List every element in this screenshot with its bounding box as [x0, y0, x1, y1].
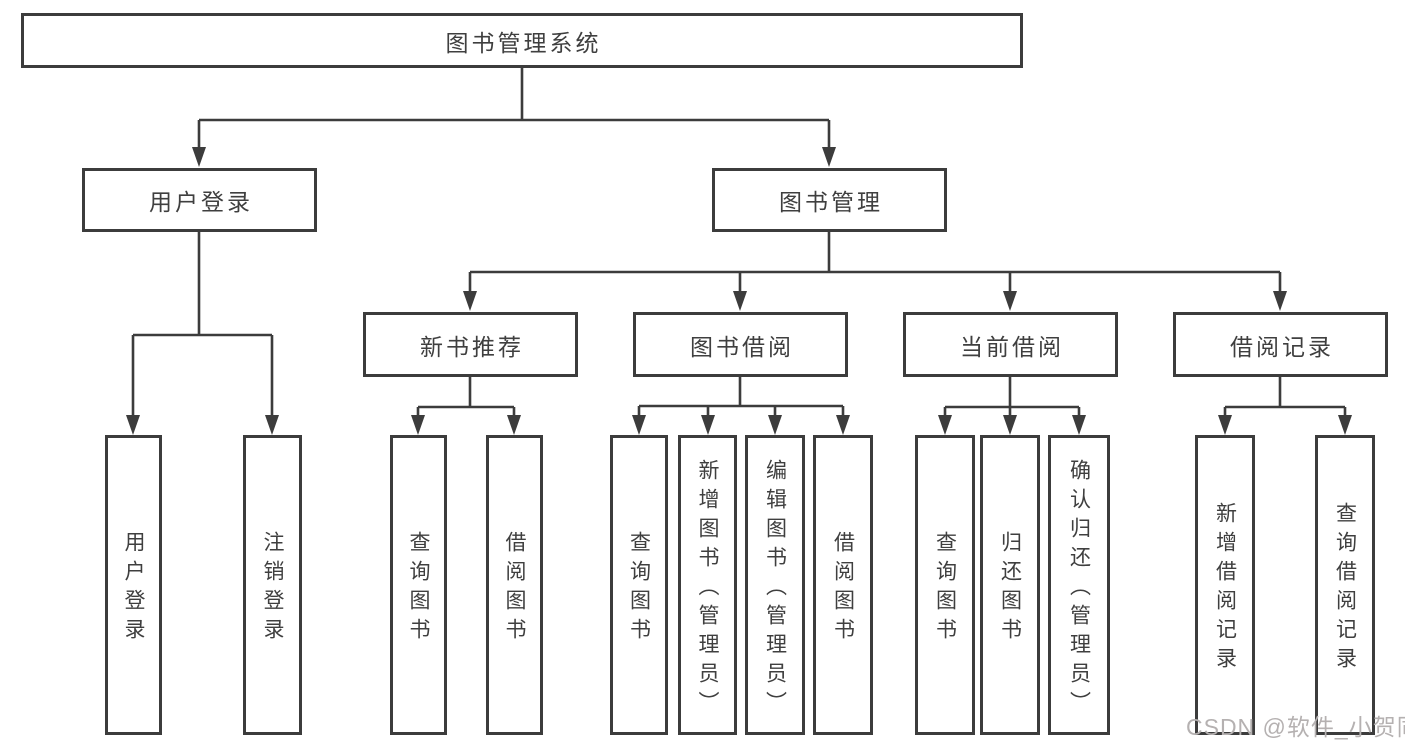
leaf-current-return-books: 归还图书 [980, 435, 1040, 735]
connector-current-to-leaves [943, 377, 1081, 420]
node-root-label: 图书管理系统 [445, 29, 602, 56]
leaf-borrowing-add-books: 新增图书（管理员） [678, 435, 737, 735]
node-new-book-recommend-label: 新书推荐 [420, 333, 524, 360]
leaf-logout-login: 注销登录 [243, 435, 302, 735]
connector-records-to-leaves [1223, 377, 1347, 420]
connector-userlogin-to-leaves [131, 232, 274, 420]
node-user-login: 用户登录 [82, 168, 317, 232]
node-current-borrowing: 当前借阅 [903, 312, 1118, 377]
leaf-records-query-record: 查询借阅记录 [1315, 435, 1375, 735]
node-book-management: 图书管理 [712, 168, 947, 232]
connector-bookmgmt-to-level3 [468, 232, 1282, 296]
node-root: 图书管理系统 [21, 13, 1023, 68]
node-book-borrowing: 图书借阅 [633, 312, 848, 377]
node-borrowing-records-label: 借阅记录 [1230, 333, 1334, 360]
leaf-recommend-query-books: 查询图书 [390, 435, 447, 735]
node-user-login-label: 用户登录 [149, 189, 253, 215]
leaf-borrowing-edit-books: 编辑图书（管理员） [745, 435, 805, 735]
leaf-borrowing-query-books: 查询图书 [610, 435, 668, 735]
node-book-borrowing-label: 图书借阅 [690, 333, 794, 360]
node-book-management-label: 图书管理 [779, 189, 883, 215]
leaf-recommend-borrow-books: 借阅图书 [486, 435, 543, 735]
connector-root-to-level2 [197, 68, 831, 152]
node-current-borrowing-label: 当前借阅 [960, 333, 1064, 360]
node-borrowing-records: 借阅记录 [1173, 312, 1388, 377]
leaf-current-query-books: 查询图书 [915, 435, 975, 735]
leaf-current-confirm-return: 确认归还（管理员） [1048, 435, 1110, 735]
watermark-text: CSDN @软件_小贺同学 [1186, 714, 1405, 740]
connector-recommend-to-leaves [416, 377, 516, 420]
node-new-book-recommend: 新书推荐 [363, 312, 578, 377]
leaf-user-login: 用户登录 [105, 435, 162, 735]
leaf-records-add-record: 新增借阅记录 [1195, 435, 1255, 735]
connector-borrowing-to-leaves [637, 377, 845, 420]
leaf-borrowing-borrow-books: 借阅图书 [813, 435, 873, 735]
